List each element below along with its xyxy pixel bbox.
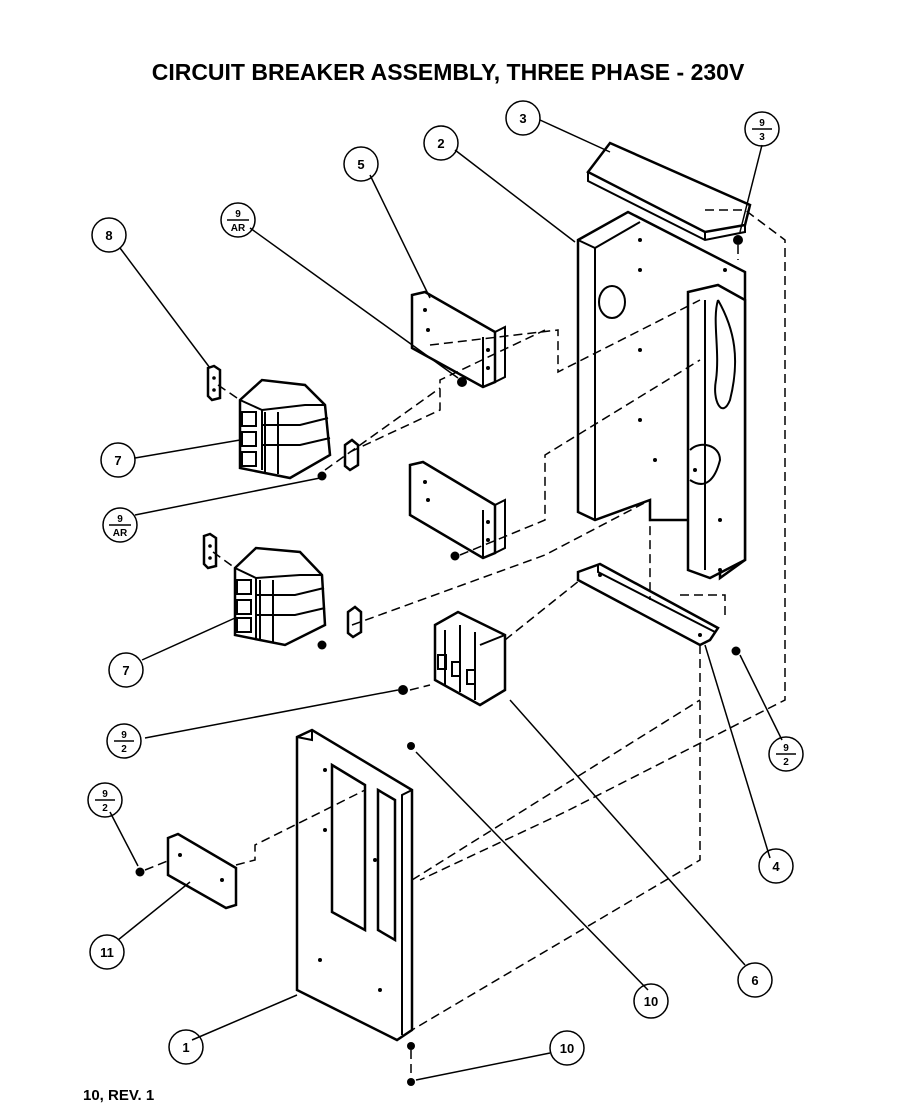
svg-text:9: 9 (235, 209, 241, 220)
part-4-rail-bracket (576, 562, 720, 647)
callout-5: 5 (343, 146, 379, 182)
svg-text:11: 11 (100, 945, 114, 960)
part-7-breaker-upper (238, 378, 332, 480)
callout-9-2-middle: 9 2 (106, 723, 142, 759)
leader-lines (109, 119, 783, 1081)
svg-text:3: 3 (519, 111, 526, 126)
callout-4: 4 (758, 848, 794, 884)
callout-6: 6 (737, 962, 773, 998)
callout-10-bottom: 10 (549, 1030, 585, 1066)
svg-text:2: 2 (437, 136, 444, 151)
lower-breaker-bracket (408, 460, 506, 560)
svg-text:9: 9 (121, 730, 127, 741)
callout-9-2-right: 9 2 (768, 736, 804, 772)
svg-text:10: 10 (644, 994, 658, 1009)
part-8-clip-lower (202, 532, 218, 570)
svg-text:10: 10 (560, 1041, 574, 1056)
svg-text:4: 4 (772, 859, 780, 874)
assembly-lines (144, 209, 786, 1078)
callout-3: 3 (505, 100, 541, 136)
revision-footer: 10, REV. 1 (83, 1087, 154, 1104)
svg-text:1: 1 (182, 1040, 189, 1055)
callout-7-lower: 7 (108, 652, 144, 688)
svg-text:6: 6 (751, 973, 758, 988)
part-5-upper-bracket (410, 290, 506, 389)
callout-2: 2 (423, 125, 459, 161)
callout-8: 8 (91, 217, 127, 253)
svg-text:9: 9 (102, 789, 108, 800)
callout-11: 11 (89, 934, 125, 970)
part-11-plate (166, 832, 238, 910)
svg-text:5: 5 (357, 157, 364, 172)
svg-text:2: 2 (121, 744, 127, 755)
callout-9-3: 9 3 (744, 111, 780, 147)
svg-text:2: 2 (102, 803, 108, 814)
diagram-title: CIRCUIT BREAKER ASSEMBLY, THREE PHASE - … (152, 59, 745, 85)
svg-text:AR: AR (113, 528, 128, 539)
svg-text:8: 8 (105, 228, 112, 243)
svg-text:9: 9 (759, 118, 765, 129)
part-1-front-cover (295, 728, 414, 1042)
part-8-clip (206, 364, 222, 402)
callout-7-upper: 7 (100, 442, 136, 478)
callout-10-mid: 10 (633, 983, 669, 1019)
breaker-terminal-clip-upper (343, 438, 360, 472)
svg-text:9: 9 (783, 743, 789, 754)
svg-text:9: 9 (117, 514, 123, 525)
callout-9-ar-upper: 9 AR (220, 202, 256, 238)
breaker-terminal-clip-lower (346, 605, 363, 639)
callout-9-ar-middle: 9 AR (102, 507, 138, 543)
svg-text:2: 2 (783, 757, 789, 768)
part-2-main-panel (576, 210, 747, 581)
callout-1: 1 (168, 1029, 204, 1065)
callout-9-2-left: 9 2 (87, 782, 123, 818)
svg-text:AR: AR (231, 223, 246, 234)
svg-text:3: 3 (759, 132, 765, 143)
svg-text:7: 7 (122, 663, 129, 678)
svg-text:7: 7 (114, 453, 121, 468)
part-6-terminal-block (433, 610, 507, 707)
part-7-breaker-lower (233, 546, 327, 647)
